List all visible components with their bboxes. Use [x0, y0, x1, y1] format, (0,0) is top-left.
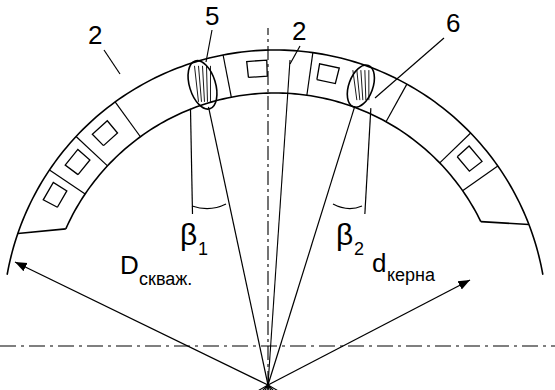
- drawing-line: [317, 64, 339, 84]
- drawing-line: [115, 102, 140, 137]
- drawing-line: [481, 222, 529, 225]
- dimension-label: d: [372, 250, 386, 276]
- drawing-line: [208, 107, 268, 385]
- drawing-line: [290, 46, 300, 64]
- drawing-line: [66, 93, 481, 229]
- drawing-line: [361, 70, 363, 100]
- drawing-line: [268, 60, 290, 385]
- drawing-line: [267, 28, 268, 385]
- drawing-line: [65, 149, 90, 174]
- cutter-ellipse: [183, 57, 222, 112]
- drawing-line: [15, 262, 268, 385]
- drawing-line: [194, 66, 198, 102]
- drawing-line: [365, 108, 371, 214]
- drawing-line: [233, 385, 268, 390]
- drawing-line: [457, 146, 482, 171]
- callout-number: 5: [205, 3, 219, 29]
- dimension-label: D: [120, 252, 139, 278]
- drawing-line: [210, 66, 211, 102]
- drawing-line: [268, 385, 303, 390]
- drawing-line: [375, 38, 444, 98]
- drawing-line: [268, 385, 288, 390]
- drawing-line: [190, 109, 192, 214]
- drawing-line: [7, 50, 543, 275]
- dimension-label: β: [180, 220, 197, 250]
- dimension-label: 1: [198, 240, 208, 258]
- drawing-line: [202, 66, 204, 102]
- drawing-line: [223, 55, 231, 97]
- callout-number: 6: [446, 10, 460, 36]
- drawing-line: [333, 204, 362, 209]
- cutter-ellipse: [342, 61, 380, 111]
- callout-number: 2: [292, 18, 306, 44]
- drawing-line: [0, 345, 555, 346]
- drawing-line: [268, 385, 296, 390]
- drawing-line: [268, 385, 275, 390]
- drawing-line: [353, 70, 357, 100]
- drawing-line: [18, 229, 66, 234]
- drawing-line: [206, 30, 212, 62]
- drawing-line: [206, 66, 207, 102]
- drawing-line: [357, 70, 360, 100]
- drawing-line: [92, 121, 117, 146]
- drawing-line: [368, 70, 369, 100]
- drawing-line: [307, 53, 313, 96]
- drawing-line: [268, 106, 355, 385]
- dimension-label: скваж.: [139, 270, 192, 288]
- drawing-line: [386, 84, 407, 122]
- drawing-line: [268, 280, 470, 385]
- callout-number: 2: [88, 22, 102, 48]
- drawing-line: [43, 182, 67, 207]
- drawing-line: [104, 50, 120, 74]
- dimension-label: керна: [387, 266, 435, 284]
- dimension-label: 2: [354, 240, 364, 258]
- dimension-label: β: [336, 220, 353, 250]
- drawing-line: [50, 170, 86, 194]
- drawing-line: [198, 66, 201, 102]
- drawing-line: [365, 70, 366, 100]
- drawing-line: [192, 204, 226, 209]
- drawing-line: [247, 60, 268, 77]
